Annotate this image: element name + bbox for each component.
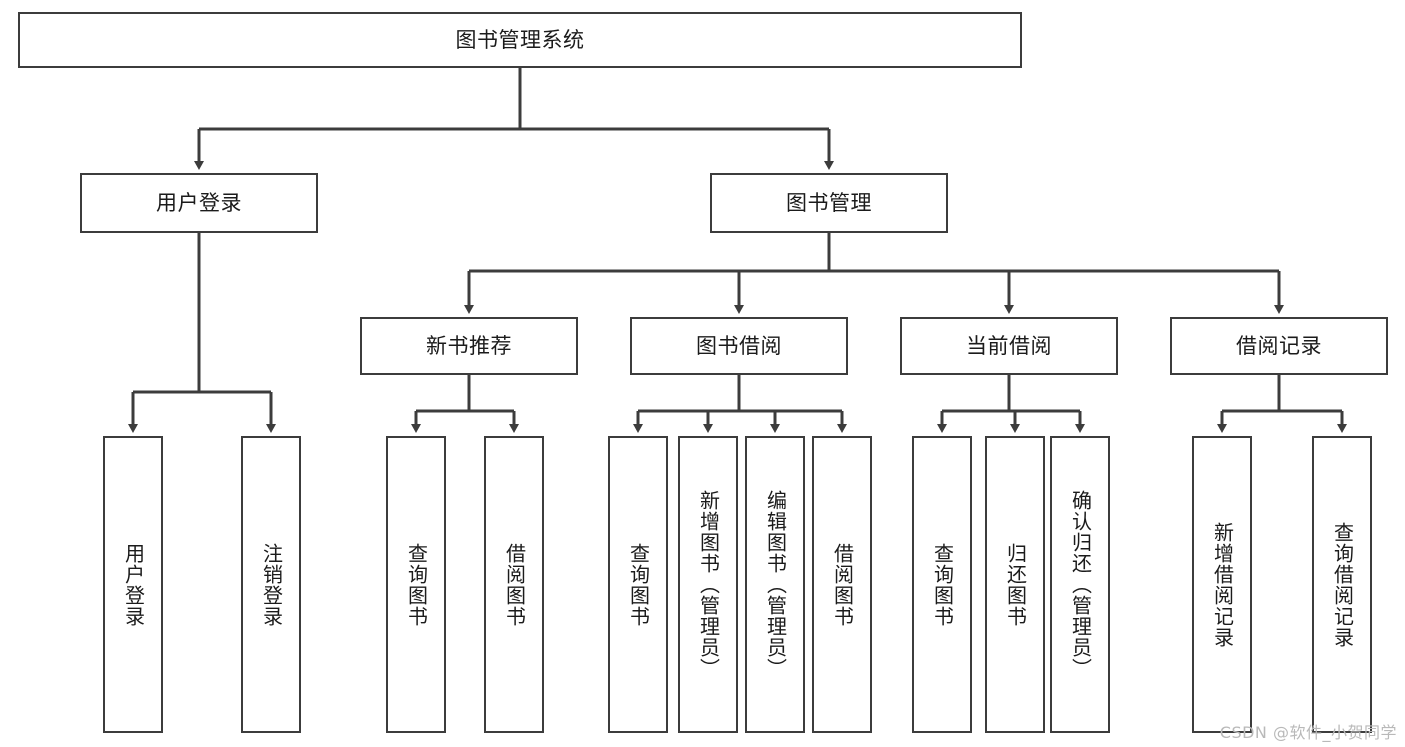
node-bookmgmt[interactable]: 图书管理	[710, 173, 948, 233]
node-label: 用户登录	[121, 542, 146, 627]
node-label: 查询借阅记录	[1330, 521, 1355, 648]
node-label: 借阅图书	[830, 542, 855, 627]
node-root[interactable]: 图书管理系统	[18, 12, 1022, 68]
node-label: 图书借阅	[696, 333, 782, 358]
node-newbook[interactable]: 新书推荐	[360, 317, 578, 375]
node-label: 图书管理系统	[455, 27, 585, 52]
node-label: 查询图书	[404, 542, 429, 627]
node-label: 查询图书	[930, 542, 955, 627]
node-b-edit[interactable]: 编辑图书（管理员）	[745, 436, 805, 733]
node-login[interactable]: 用户登录	[80, 173, 318, 233]
node-c-return[interactable]: 归还图书	[985, 436, 1045, 733]
node-b-query[interactable]: 查询图书	[608, 436, 668, 733]
node-c-confirm[interactable]: 确认归还（管理员）	[1050, 436, 1110, 733]
node-label: 当前借阅	[966, 333, 1052, 358]
node-l-logout[interactable]: 注销登录	[241, 436, 301, 733]
node-l-login[interactable]: 用户登录	[103, 436, 163, 733]
node-r-add[interactable]: 新增借阅记录	[1192, 436, 1252, 733]
node-label: 用户登录	[156, 190, 242, 215]
node-label: 借阅记录	[1236, 333, 1322, 358]
node-label: 新增借阅记录	[1210, 521, 1235, 648]
node-n-query[interactable]: 查询图书	[386, 436, 446, 733]
node-records[interactable]: 借阅记录	[1170, 317, 1388, 375]
node-label: 图书管理	[786, 190, 872, 215]
node-label: 借阅图书	[502, 542, 527, 627]
node-label: 查询图书	[626, 542, 651, 627]
node-label: 注销登录	[259, 542, 284, 627]
node-b-borrow[interactable]: 借阅图书	[812, 436, 872, 733]
node-r-query[interactable]: 查询借阅记录	[1312, 436, 1372, 733]
node-label: 新书推荐	[426, 333, 512, 358]
node-c-query[interactable]: 查询图书	[912, 436, 972, 733]
node-b-add[interactable]: 新增图书（管理员）	[678, 436, 738, 733]
node-n-borrow[interactable]: 借阅图书	[484, 436, 544, 733]
node-label: 确认归还（管理员）	[1068, 490, 1093, 679]
node-label: 归还图书	[1003, 542, 1028, 627]
node-current[interactable]: 当前借阅	[900, 317, 1118, 375]
watermark-label: CSDN @软件_小贺同学	[1219, 723, 1397, 742]
node-borrow[interactable]: 图书借阅	[630, 317, 848, 375]
node-label: 新增图书（管理员）	[696, 490, 721, 679]
node-label: 编辑图书（管理员）	[763, 490, 788, 679]
